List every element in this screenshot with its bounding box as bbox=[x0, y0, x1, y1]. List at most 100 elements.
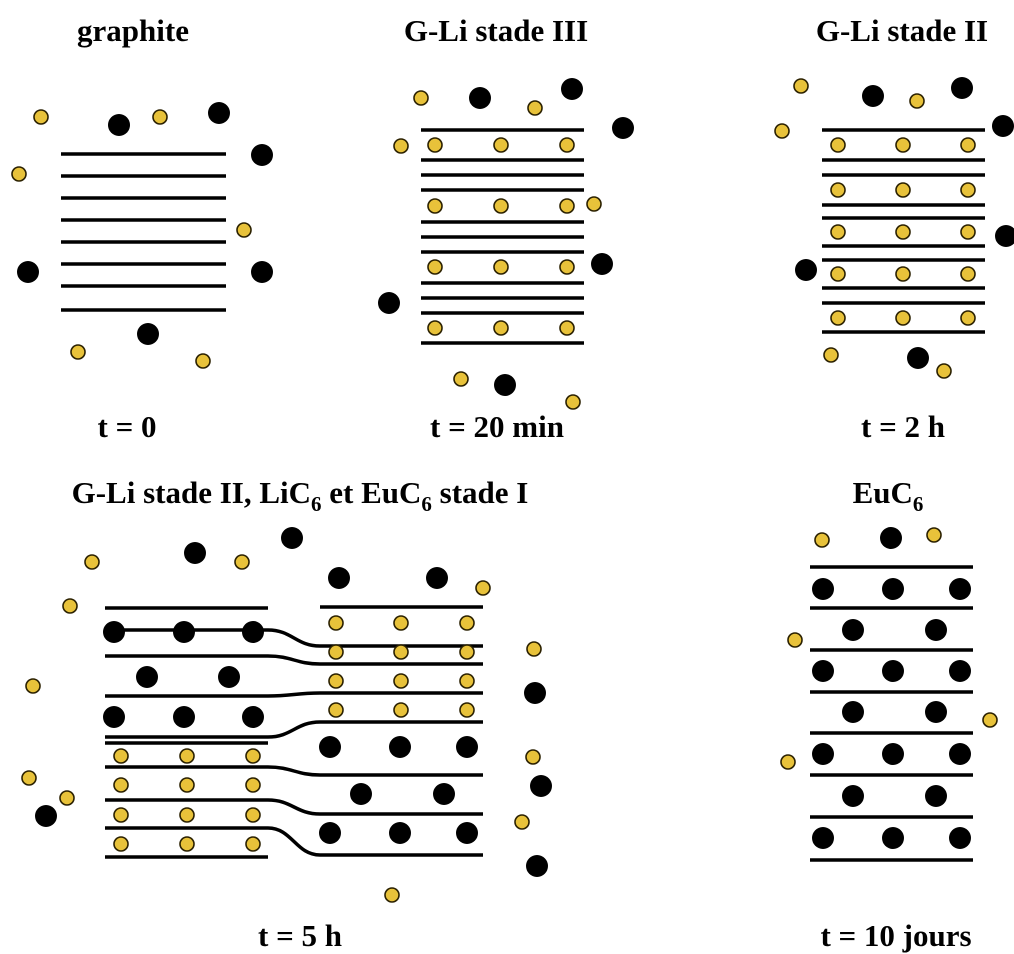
lithium-atom bbox=[179, 807, 195, 823]
graphene-layer bbox=[105, 798, 483, 816]
lithium-atoms bbox=[774, 78, 976, 379]
lithium-atom bbox=[328, 615, 344, 631]
lithium-atom bbox=[459, 702, 475, 718]
europium-atom bbox=[173, 706, 195, 728]
europium-atom bbox=[949, 578, 971, 600]
europium-atom bbox=[251, 144, 273, 166]
lithium-atom bbox=[514, 814, 530, 830]
europium-atom bbox=[530, 775, 552, 797]
lithium-atom bbox=[525, 749, 541, 765]
europium-atoms bbox=[378, 78, 634, 396]
panel-graphite bbox=[11, 102, 273, 369]
lithium-atom bbox=[830, 137, 846, 153]
europium-atom bbox=[882, 660, 904, 682]
graphene-layers bbox=[105, 605, 483, 859]
graphene-layer bbox=[105, 765, 483, 777]
lithium-atom bbox=[493, 320, 509, 336]
panel-title-stade3: G-Li stade III bbox=[404, 13, 588, 48]
europium-atom bbox=[108, 114, 130, 136]
lithium-atom bbox=[33, 109, 49, 125]
europium-atom bbox=[842, 701, 864, 723]
europium-atom bbox=[949, 660, 971, 682]
lithium-atom bbox=[393, 702, 409, 718]
europium-atom bbox=[103, 621, 125, 643]
panel-stade2 bbox=[774, 77, 1014, 379]
lithium-atom bbox=[960, 137, 976, 153]
lithium-atom bbox=[70, 344, 86, 360]
lithium-atom bbox=[11, 166, 27, 182]
europium-atom bbox=[882, 578, 904, 600]
lithium-atom bbox=[393, 138, 409, 154]
lithium-atom bbox=[787, 632, 803, 648]
lithium-atom bbox=[179, 836, 195, 852]
europium-atom bbox=[925, 619, 947, 641]
lithium-atom bbox=[895, 224, 911, 240]
lithium-atom bbox=[245, 748, 261, 764]
graphene-layers bbox=[421, 128, 584, 345]
europium-atom bbox=[35, 805, 57, 827]
europium-atom bbox=[925, 785, 947, 807]
europium-atom bbox=[208, 102, 230, 124]
europium-atom bbox=[612, 117, 634, 139]
lithium-atom bbox=[195, 353, 211, 369]
europium-atom bbox=[992, 115, 1014, 137]
lithium-atom bbox=[830, 224, 846, 240]
lithium-atoms bbox=[780, 527, 998, 770]
lithium-atom bbox=[328, 702, 344, 718]
europium-atom bbox=[137, 323, 159, 345]
lithium-atom bbox=[427, 259, 443, 275]
europium-atom bbox=[350, 783, 372, 805]
europium-atom bbox=[173, 621, 195, 643]
lithium-atom bbox=[559, 320, 575, 336]
lithium-atom bbox=[960, 266, 976, 282]
lithium-atoms bbox=[11, 109, 252, 369]
lithium-atom bbox=[459, 673, 475, 689]
europium-atom bbox=[17, 261, 39, 283]
panel-title-stade2: G-Li stade II bbox=[816, 13, 988, 48]
lithium-atom bbox=[245, 807, 261, 823]
europium-atom bbox=[862, 85, 884, 107]
europium-atom bbox=[812, 660, 834, 682]
lithium-atom bbox=[328, 673, 344, 689]
lithium-atom bbox=[895, 310, 911, 326]
europium-atom bbox=[907, 347, 929, 369]
lithium-atom bbox=[179, 777, 195, 793]
europium-atom bbox=[494, 374, 516, 396]
europium-atom bbox=[591, 253, 613, 275]
europium-atom bbox=[469, 87, 491, 109]
lithium-atom bbox=[236, 222, 252, 238]
panel-title-euc6: EuC6 bbox=[853, 475, 924, 516]
lithium-atom bbox=[936, 363, 952, 379]
europium-atom bbox=[995, 225, 1014, 247]
lithium-atom bbox=[475, 580, 491, 596]
graphene-layer bbox=[105, 654, 483, 666]
lithium-atom bbox=[814, 532, 830, 548]
europium-atoms bbox=[35, 527, 552, 877]
europium-atom bbox=[524, 682, 546, 704]
lithium-atom bbox=[960, 310, 976, 326]
lithium-atom bbox=[245, 777, 261, 793]
europium-atoms bbox=[17, 102, 273, 345]
europium-atom bbox=[842, 785, 864, 807]
europium-atom bbox=[456, 822, 478, 844]
europium-atom bbox=[136, 666, 158, 688]
europium-atom bbox=[184, 542, 206, 564]
europium-atom bbox=[795, 259, 817, 281]
lithium-atom bbox=[909, 93, 925, 109]
lithium-atom bbox=[459, 644, 475, 660]
graphene-layer bbox=[105, 628, 483, 648]
lithium-atom bbox=[780, 754, 796, 770]
graphene-layer bbox=[105, 826, 483, 857]
europium-atom bbox=[378, 292, 400, 314]
time-label-stade2: t = 2 h bbox=[861, 409, 945, 444]
lithium-atom bbox=[527, 100, 543, 116]
panel-mixed bbox=[21, 527, 552, 903]
lithium-atom bbox=[62, 598, 78, 614]
europium-atom bbox=[882, 743, 904, 765]
lithium-atom bbox=[384, 887, 400, 903]
lithium-atom bbox=[559, 259, 575, 275]
lithium-atom bbox=[84, 554, 100, 570]
europium-atom bbox=[949, 827, 971, 849]
graphene-layers bbox=[61, 152, 226, 312]
